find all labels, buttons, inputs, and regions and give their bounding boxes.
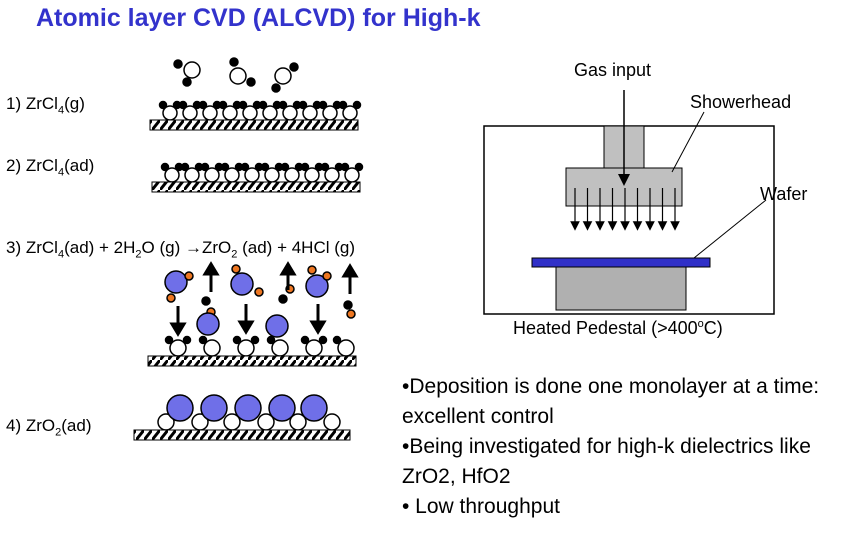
zr-atom [200, 394, 228, 422]
bullet-list: •Deposition is done one monolayer at a t… [402, 372, 850, 522]
gas-input-label: Gas input [574, 60, 652, 80]
step-3-formula-c: O (g) →ZrO [141, 238, 232, 257]
step-4-number: 4) [6, 416, 26, 435]
showerhead-flow-arrows [570, 188, 680, 231]
zr-atom [300, 394, 328, 422]
chlorine-atom [218, 100, 228, 110]
step-4-state: (ad) [61, 416, 92, 435]
chlorine-atom [198, 100, 208, 110]
chlorine-atom [180, 162, 190, 172]
substrate-1 [149, 119, 359, 131]
chlorine-atom [250, 335, 260, 345]
wafer-label: Wafer [760, 184, 808, 204]
step-4-formula: ZrO [25, 416, 56, 435]
chlorine-atom [200, 162, 210, 172]
step-2-formula: ZrCl [25, 156, 58, 175]
chlorine-atom [338, 100, 348, 110]
bullet-item-1: •Deposition is done one monolayer at a t… [402, 375, 820, 428]
chlorine-atom [332, 335, 342, 345]
chlorine-atom [240, 162, 250, 172]
bullet-item-3: • Low throughput [402, 495, 560, 518]
chlorine-atom [266, 335, 276, 345]
reaction-arrows [169, 261, 359, 337]
gas-phase-molecules [173, 57, 299, 93]
page-title: Atomic layer CVD (ALCVD) for High-k [36, 4, 481, 32]
substrate-3 [147, 355, 357, 367]
surface-layer-2 [160, 162, 364, 183]
chlorine-atom [280, 162, 290, 172]
step-4-label: 4) ZrO2(ad) [6, 416, 91, 438]
zr-atom [234, 394, 262, 422]
step-2-subscript: 4 [57, 166, 65, 179]
reactor-schematic [483, 90, 775, 315]
step-3-sub-b: 2 [135, 248, 142, 261]
surface-atom [323, 413, 341, 431]
step-1-label: 1) ZrCl4(g) [6, 94, 85, 116]
chlorine-atom [164, 335, 174, 345]
surface-layer-1 [158, 100, 362, 121]
step-1-formula: ZrCl [25, 94, 58, 113]
chlorine-atom [318, 100, 328, 110]
chlorine-atom [352, 100, 362, 110]
pedestal-label-unit: C) [703, 318, 723, 338]
step-2-state: (ad) [64, 156, 95, 175]
chlorine-atom [278, 100, 288, 110]
chlorine-atom [178, 100, 188, 110]
chlorine-atom [320, 162, 330, 172]
step-3-sub-a: 4 [57, 248, 65, 261]
chlorine-atom [238, 100, 248, 110]
chlorine-atom [198, 335, 208, 345]
showerhead-label: Showerhead [690, 92, 792, 112]
step-1-number: 1) [6, 94, 26, 113]
wafer-pointer [693, 199, 767, 259]
step-3-label: 3) ZrCl4(ad) + 2H2O (g) →ZrO2 (ad) + 4HC… [6, 238, 355, 260]
chlorine-atom [340, 162, 350, 172]
chlorine-atom [220, 162, 230, 172]
pedestal-label: Heated Pedestal (>400oC) [513, 318, 723, 339]
pedestal-label-degree: o [697, 318, 704, 330]
step-3-number: 3) [6, 238, 26, 257]
bullet-item-2: •Being investigated for high-k dielectri… [402, 435, 811, 488]
zro2-monolayer [157, 394, 341, 431]
zr-atom [166, 394, 194, 422]
substrate-4 [133, 429, 351, 441]
pedestal-label-text: Heated Pedestal (>400 [513, 318, 698, 338]
step-3-formula-b: (ad) + 2H [64, 238, 136, 257]
chlorine-atom [300, 335, 310, 345]
reaction-molecules [164, 264, 356, 338]
chlorine-atom [298, 100, 308, 110]
chlorine-atom [258, 100, 268, 110]
chlorine-atom [318, 335, 328, 345]
wafer [531, 257, 711, 268]
chlorine-atom [160, 162, 170, 172]
zr-atom [268, 394, 296, 422]
chlorine-atom [300, 162, 310, 172]
heated-pedestal [555, 263, 687, 311]
showerhead-pointer [671, 111, 705, 173]
step-3-sub-c: 2 [231, 248, 238, 261]
substrate-2 [151, 181, 361, 193]
chlorine-atom [182, 335, 192, 345]
step-3-formula-a: ZrCl [25, 238, 58, 257]
surface-layer-3 [164, 335, 355, 357]
chlorine-atom [232, 335, 242, 345]
step-3-formula-d: (ad) + 4HCl (g) [237, 238, 356, 257]
step-4-subscript: 2 [55, 426, 62, 439]
chlorine-atom [354, 162, 364, 172]
chlorine-atom [260, 162, 270, 172]
chlorine-atom [158, 100, 168, 110]
step-2-number: 2) [6, 156, 26, 175]
step-1-state: (g) [64, 94, 85, 113]
step-1-subscript: 4 [57, 104, 65, 117]
step-2-label: 2) ZrCl4(ad) [6, 156, 94, 178]
